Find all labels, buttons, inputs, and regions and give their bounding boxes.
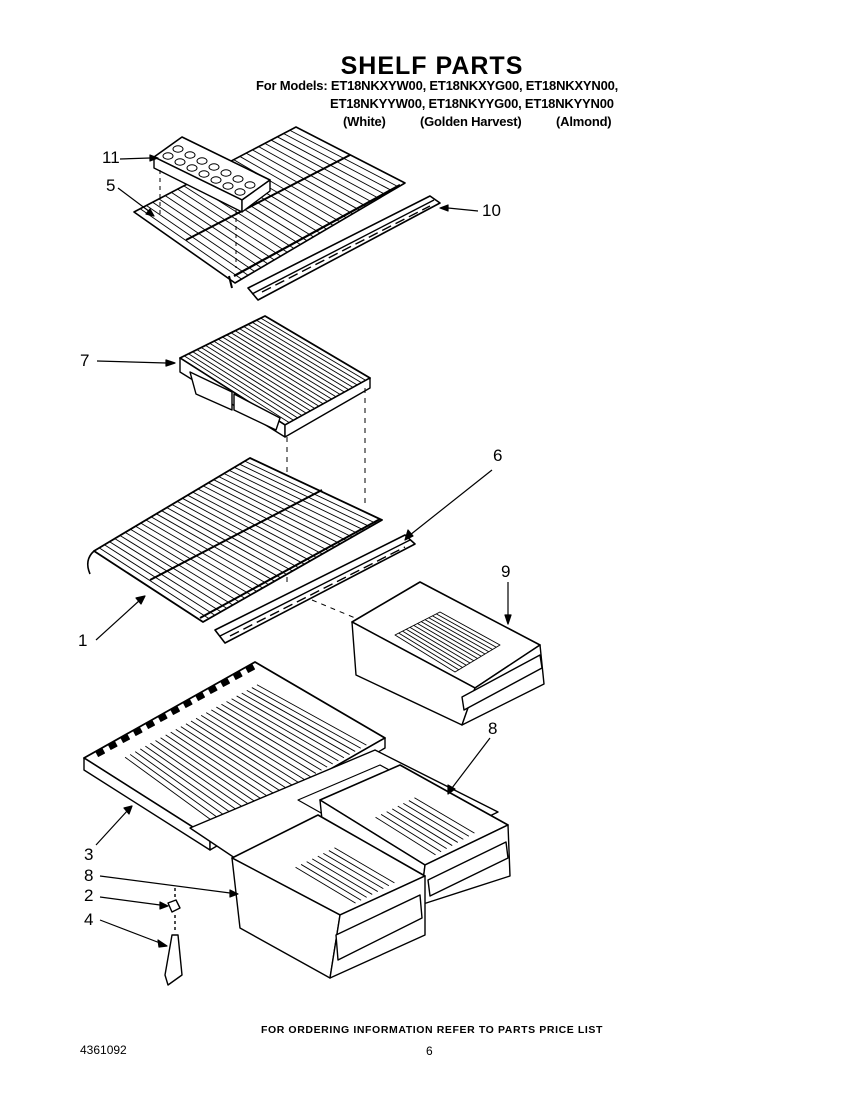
main-shelf-rail xyxy=(214,534,416,644)
color-white: (White) xyxy=(343,114,386,129)
leveling-leg xyxy=(164,915,183,986)
shelf-support-clip xyxy=(167,888,181,913)
document-number: 4361092 xyxy=(80,1043,127,1057)
models-line-2: ET18NKYYW00, ET18NKYYG00, ET18NKYYN00 xyxy=(330,96,614,111)
callout-8-right: 8 xyxy=(488,719,498,738)
crisper-drawer-left xyxy=(231,814,426,979)
callout-9: 9 xyxy=(501,562,511,581)
callout-10: 10 xyxy=(482,201,501,220)
callout-5: 5 xyxy=(106,176,116,195)
small-drawer xyxy=(351,581,545,726)
callout-4: 4 xyxy=(84,910,94,929)
callout-8-left: 8 xyxy=(84,866,94,885)
callout-11: 11 xyxy=(102,148,120,167)
page-title: SHELF PARTS xyxy=(340,52,524,80)
callout-1: 1 xyxy=(78,631,88,650)
ordering-footer: FOR ORDERING INFORMATION REFER TO PARTS … xyxy=(260,1024,604,1036)
ice-tray xyxy=(153,136,271,213)
models-line-1: For Models: ET18NKXYW00, ET18NKXYG00, ET… xyxy=(256,78,619,93)
main-wire-shelf xyxy=(86,457,383,623)
callout-2: 2 xyxy=(84,886,94,905)
mini-shelf xyxy=(179,315,371,438)
color-golden-harvest: (Golden Harvest) xyxy=(420,114,522,129)
top-shelf-rail xyxy=(247,195,441,301)
callout-7: 7 xyxy=(80,351,90,370)
color-almond: (Almond) xyxy=(556,114,612,129)
leader-lines xyxy=(95,154,512,948)
page-number: 6 xyxy=(426,1044,433,1058)
callout-6: 6 xyxy=(493,446,503,465)
callout-3: 3 xyxy=(84,845,94,864)
